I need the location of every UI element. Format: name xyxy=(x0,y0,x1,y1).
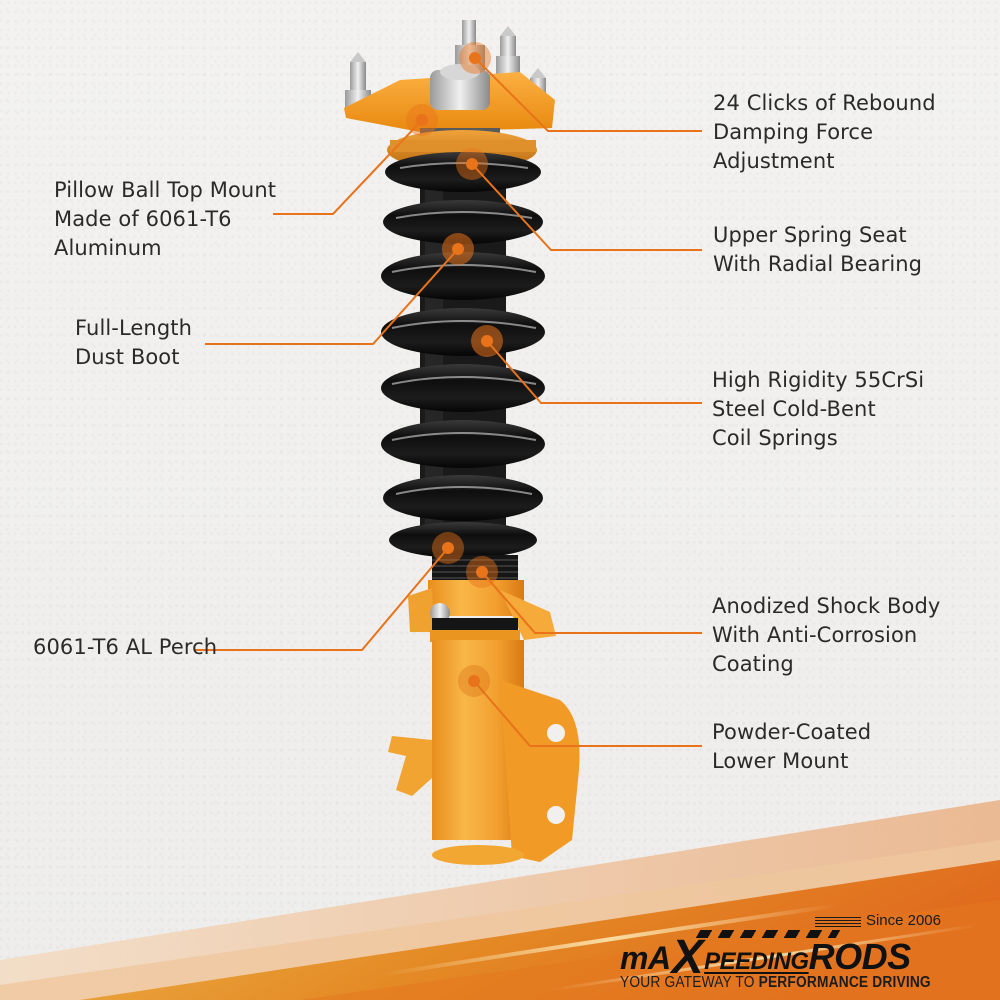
perch-tab-right xyxy=(500,590,556,640)
brand-since: Since 2006 xyxy=(865,912,941,929)
callout-upper-spring-seat: Upper Spring Seat With Radial Bearing xyxy=(713,223,923,276)
brand-logo: Since 2006 mAXPEEDINGRODS YOUR GATEWAY T… xyxy=(618,912,953,992)
coil-spring xyxy=(381,152,545,558)
speed-lines-icon xyxy=(815,917,861,929)
callout-al-perch: 6061-T6 AL Perch xyxy=(33,635,218,659)
callout-shock-body: Anodized Shock Body With Anti-Corrosion … xyxy=(712,594,941,676)
leader-lines xyxy=(195,57,702,747)
callout-rebound-damping: 24 Clicks of Rebound Damping Force Adjus… xyxy=(713,91,936,173)
callout-top-mount: Pillow Ball Top Mount Made of 6061-T6 Al… xyxy=(54,178,277,260)
callout-lower-mount: Powder-Coated Lower Mount xyxy=(712,720,872,773)
callout-coil-springs: High Rigidity 55CrSi Steel Cold-Bent Coi… xyxy=(712,368,925,450)
perch-tab-left xyxy=(408,588,434,632)
callout-dots xyxy=(406,42,503,697)
lower-mount-bracket xyxy=(500,680,580,862)
callout-dust-boot: Full-Length Dust Boot xyxy=(75,316,193,369)
brand-wordmark: mAXPEEDINGRODS xyxy=(620,931,911,984)
brand-tagline: YOUR GATEWAY TO PERFORMANCE DRIVING xyxy=(620,974,931,991)
